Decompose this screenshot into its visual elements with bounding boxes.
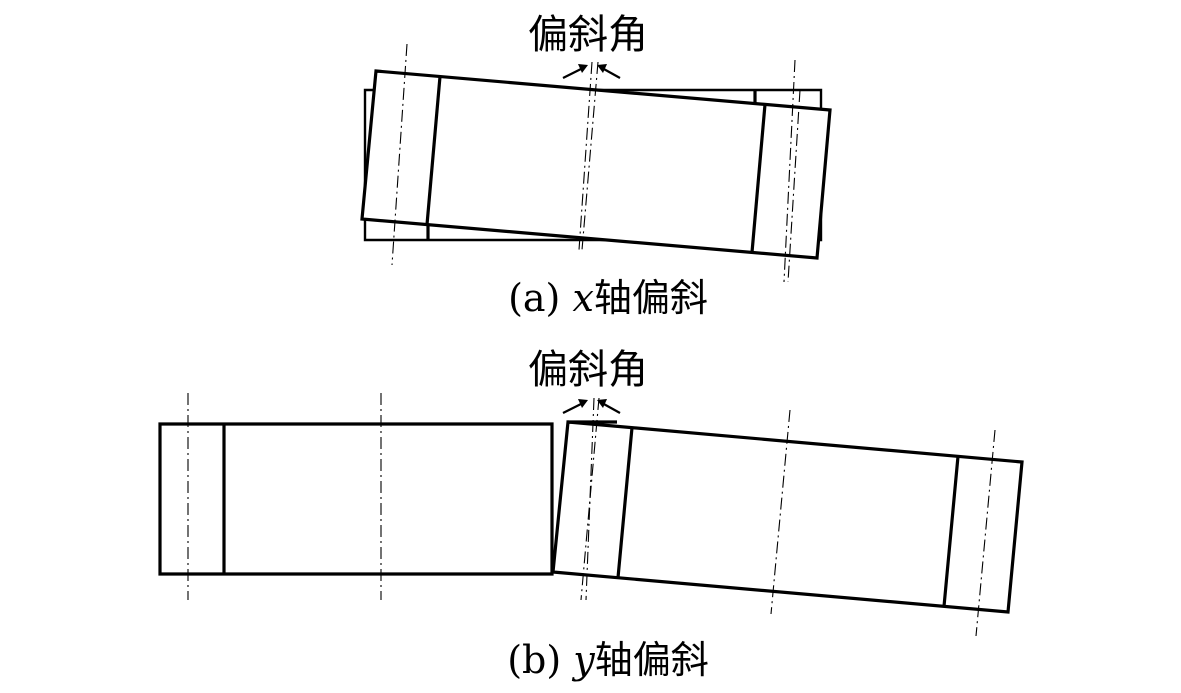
angle-arrows-b	[562, 399, 621, 414]
center-lines-b	[187, 393, 996, 637]
angle-label-a: 偏斜角	[528, 12, 648, 58]
caption-a: (a) x轴偏斜	[508, 276, 708, 320]
diagram-b-y-axis-skew: 偏斜角 (b)	[158, 347, 1024, 682]
diagram-a-x-axis-skew: 偏斜角 (a) x轴偏斜	[360, 12, 832, 320]
straight-block-b	[158, 422, 554, 576]
center-lines-a	[391, 43, 801, 283]
caption-b: (b) y轴偏斜	[507, 638, 709, 682]
skewed-block-b	[551, 420, 1024, 614]
angle-label-b: 偏斜角	[528, 347, 648, 393]
skewed-block-a	[360, 69, 832, 260]
angle-arrows-a	[562, 64, 621, 79]
